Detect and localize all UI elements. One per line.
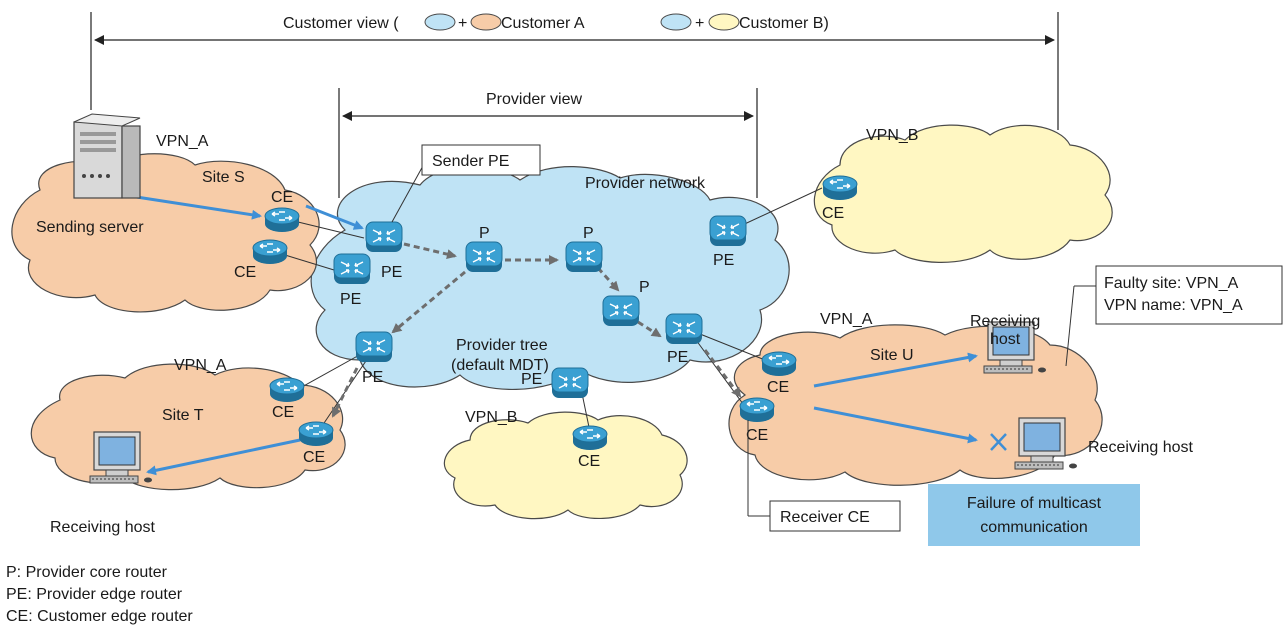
- legend-p: P: Provider core router: [6, 564, 168, 581]
- vpn-a-label-s: VPN_A: [156, 133, 209, 150]
- ce-router-vpn-b-top: [822, 175, 858, 201]
- ce-router-site-u-1: [761, 351, 797, 377]
- failure-notice-line-1: Failure of multicast: [967, 495, 1102, 512]
- label-pe-receiver: PE: [667, 349, 688, 366]
- ce-router-site-t-1: [269, 377, 305, 403]
- tree-arrow-p1-pe-t: [391, 270, 466, 334]
- receiver-ce-label: Receiver CE: [780, 509, 870, 526]
- provider-tree-arrows: [331, 242, 742, 418]
- label-ce-t1: CE: [272, 404, 294, 421]
- ce-router-site-t-2: [298, 421, 334, 447]
- vpn-a-label-t: VPN_A: [174, 357, 227, 374]
- router-labels: CE CE PE PE P P P PE PE PE PE CE CE CE C…: [234, 189, 844, 470]
- site-labels: VPN_A Site S Sending server VPN_A Site T…: [36, 127, 1194, 536]
- label-ce-s2: CE: [234, 264, 256, 281]
- legend-pe: PE: Provider edge router: [6, 586, 183, 603]
- pe-router-vpn-b: [709, 215, 747, 247]
- tree-arrow-p2-p3: [596, 266, 620, 292]
- ce-router-site-s-2: [252, 239, 288, 265]
- customer-view-label: Customer view ( + Customer A + Customer …: [283, 13, 829, 32]
- default-mdt-label: (default MDT): [451, 357, 549, 374]
- receiving-host-t-label: Receiving host: [50, 519, 156, 536]
- sender-pe-callout: Sender PE: [391, 144, 541, 223]
- site-u-label: Site U: [870, 347, 914, 364]
- customer-a-label: Customer A: [501, 15, 585, 32]
- pe-router-site-t: [355, 331, 393, 363]
- label-ce-vpn-b-bottom: CE: [578, 453, 600, 470]
- pe-router-sender: [365, 221, 403, 253]
- label-pe-vpn-b-bottom: PE: [521, 371, 542, 388]
- p-router-2: [565, 241, 603, 273]
- legend: P: Provider core router PE: Provider edg…: [6, 564, 193, 625]
- label-ce-t2: CE: [303, 449, 325, 466]
- flow-ce-pe: [305, 204, 364, 230]
- faulty-site-callout: Faulty site: VPN_A VPN name: VPN_A: [1065, 265, 1283, 367]
- label-p2: P: [583, 225, 594, 242]
- failure-x-icon: [990, 433, 1007, 451]
- customer-view-extent: [90, 12, 1059, 130]
- faulty-site-label: Faulty site: VPN_A: [1104, 275, 1239, 292]
- label-pe-vpn-b: PE: [713, 252, 734, 269]
- receiving-host-u-label-1: Receiving: [970, 313, 1040, 330]
- customer-b-cloud-swatch: [708, 13, 740, 31]
- multicast-flow-arrows: [129, 194, 978, 476]
- receiving-host-u-label-2: host: [990, 331, 1021, 348]
- plus-a: +: [458, 15, 467, 32]
- ce-router-site-s-1: [264, 207, 300, 233]
- pe-router-receiver: [665, 313, 703, 345]
- failure-notice-line-2: communication: [980, 519, 1088, 536]
- sending-server-icon: [73, 113, 141, 199]
- receiving-host-failed-label: Receiving host: [1088, 439, 1194, 456]
- legend-ce: CE: Customer edge router: [6, 608, 193, 625]
- flow-ce-host-u: [813, 352, 978, 388]
- receiver-ce-callout: Receiver CE: [747, 420, 901, 532]
- vpn-a-label-u: VPN_A: [820, 311, 873, 328]
- provider-cloud-swatch-b: [660, 13, 692, 31]
- label-p3: P: [639, 279, 650, 296]
- failure-notice: Failure of multicast communication: [928, 484, 1140, 546]
- label-ce-vpn-b-top: CE: [822, 205, 844, 222]
- p-router-3: [602, 295, 640, 327]
- pe-router-2: [333, 253, 371, 285]
- vpn-name-label: VPN name: VPN_A: [1104, 297, 1243, 314]
- provider-view-extent: Provider view: [338, 88, 758, 198]
- label-pe-site-t: PE: [362, 369, 383, 386]
- label-p1: P: [479, 225, 490, 242]
- vpn-b-label-bottom: VPN_B: [465, 409, 517, 426]
- site-s-label: Site S: [202, 169, 245, 186]
- provider-tree-label: Provider tree: [456, 337, 548, 354]
- label-ce-u1: CE: [767, 379, 789, 396]
- vpn-b-label-top: VPN_B: [866, 127, 918, 144]
- flow-ce-host-t: [146, 438, 301, 476]
- sending-server-label: Sending server: [36, 219, 144, 236]
- customer-b-label: Customer B): [739, 15, 829, 32]
- tree-arrow-pe-ce-t: [331, 367, 359, 418]
- provider-cloud-swatch-a: [424, 13, 456, 31]
- provider-network-label: Provider network: [585, 175, 706, 192]
- provider-view-label: Provider view: [486, 91, 582, 108]
- plus-b: +: [695, 15, 704, 32]
- label-pe-2: PE: [340, 291, 361, 308]
- label-pe-sender: PE: [381, 264, 402, 281]
- ce-router-vpn-b-bottom: [572, 425, 608, 451]
- flow-ce-failed-host: [813, 406, 978, 444]
- pe-router-vpn-b-bottom: [551, 367, 589, 399]
- site-t-label: Site T: [162, 407, 204, 424]
- tree-arrow-p3-pe: [637, 320, 662, 338]
- label-ce-receiver: CE: [746, 427, 768, 444]
- customer-b-cloud-top: [813, 124, 1113, 263]
- tree-arrow-pe-p1: [403, 242, 457, 260]
- customer-b-cloud-bottom: [443, 411, 688, 520]
- label-ce-s1: CE: [271, 189, 293, 206]
- p-router-1: [465, 241, 503, 273]
- customer-view-prefix: Customer view (: [283, 15, 399, 32]
- sender-pe-label: Sender PE: [432, 153, 509, 170]
- flow-server-ce: [129, 194, 262, 220]
- ce-router-receiver: [739, 397, 775, 423]
- customer-a-cloud-swatch: [470, 13, 502, 31]
